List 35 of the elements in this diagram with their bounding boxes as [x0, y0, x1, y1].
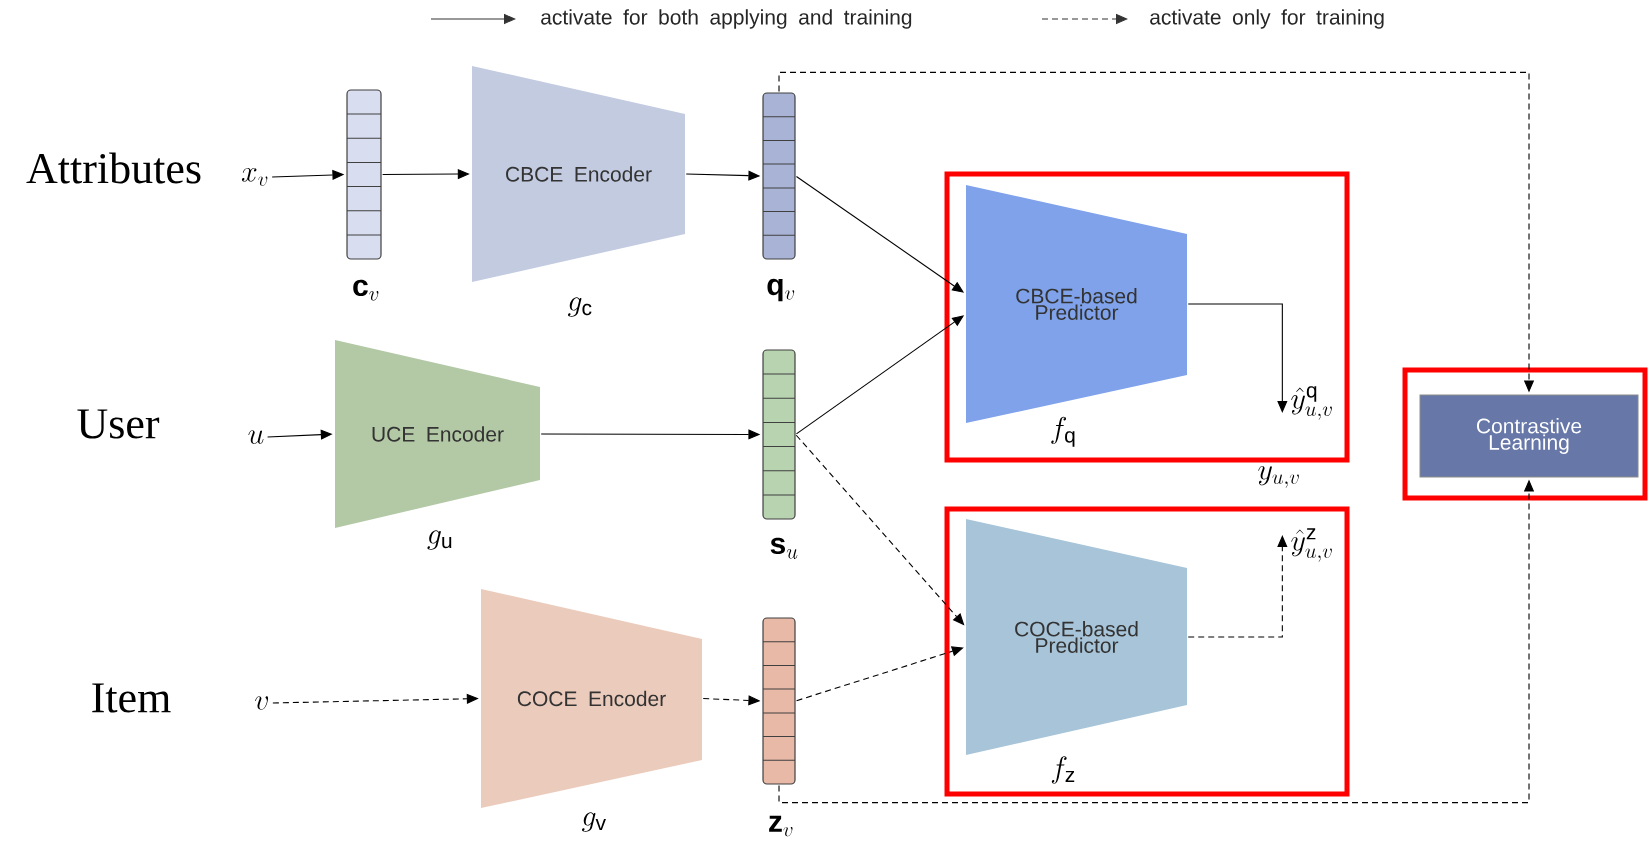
process-box: Contrastive Learning [1419, 394, 1639, 478]
node-label: $\mathbf{q}_{v}$ [767, 278, 795, 302]
embedding-vector: $\mathbf{q}_{v}$ [762, 92, 796, 302]
math-symbol: $v$ [255, 696, 269, 710]
node-label: $g_{\mathrm{c}}$ [568, 297, 592, 317]
row-label: User [77, 409, 160, 439]
node-label: $g_{\mathrm{u}}$ [427, 530, 452, 550]
legend-label: activate only for training [1150, 9, 1384, 29]
row-label: Attributes [26, 152, 201, 184]
math-symbol: $y_{u,v}$ [1258, 465, 1299, 488]
math-symbol: $\hat{y}^{\mathrm{z}}_{u,v}$ [1291, 528, 1332, 562]
node-label: $\mathbf{z}_{v}$ [769, 815, 793, 837]
embedding-vector: $\mathbf{s}_{u}$ [762, 349, 798, 559]
trapezoid-block: UCE Encoder $g_{\mathrm{u}}$ [335, 340, 540, 550]
highlight-frame [1402, 367, 1648, 501]
arrow [1187, 303, 1288, 413]
trapezoid-block: CBCE-based Predictor $f_{\mathrm{q}}$ [966, 185, 1187, 447]
embedding-vector: $\mathbf{z}_{v}$ [762, 617, 796, 837]
row-label: Item [92, 683, 171, 713]
arrow [1187, 535, 1288, 638]
trapezoid-block: CBCE Encoder $g_{\mathrm{c}}$ [472, 66, 685, 317]
trapezoid-block: COCE Encoder $g_{\mathrm{v}}$ [481, 589, 702, 832]
node-label: $f_{\mathrm{z}}$ [1051, 756, 1075, 784]
highlight-frame [944, 506, 1350, 797]
arrow [796, 646, 964, 702]
math-symbol: $u$ [248, 430, 264, 444]
node-label: $g_{\mathrm{v}}$ [582, 812, 606, 832]
math-symbol: $\hat{y}^{\mathrm{q}}_{u,v}$ [1291, 386, 1332, 420]
trapezoid-block: COCE-based Predictor $f_{\mathrm{z}}$ [966, 519, 1187, 784]
math-symbol: $x_{v}$ [241, 167, 268, 186]
embedding-vector: $\mathbf{c}_{v}$ [346, 89, 382, 301]
node-label: $\mathbf{s}_{u}$ [770, 537, 798, 559]
highlight-frame [944, 171, 1350, 463]
legend-label: activate for both applying and training [541, 9, 912, 29]
node-label: $\mathbf{c}_{v}$ [353, 279, 379, 301]
